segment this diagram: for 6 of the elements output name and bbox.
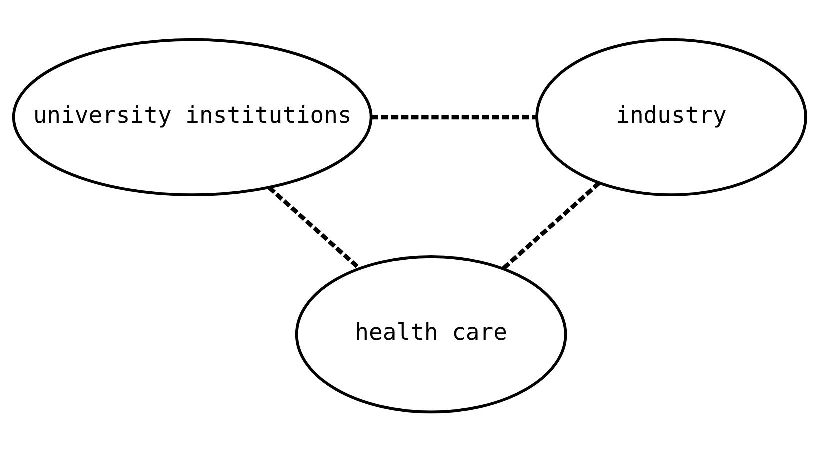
connector: [268, 186, 361, 270]
node-ellipse: industry: [536, 38, 808, 197]
connector: [371, 115, 537, 120]
node-ellipse: university institutions: [12, 38, 373, 197]
node-ellipse: health care: [295, 255, 568, 414]
connector: [502, 182, 601, 271]
